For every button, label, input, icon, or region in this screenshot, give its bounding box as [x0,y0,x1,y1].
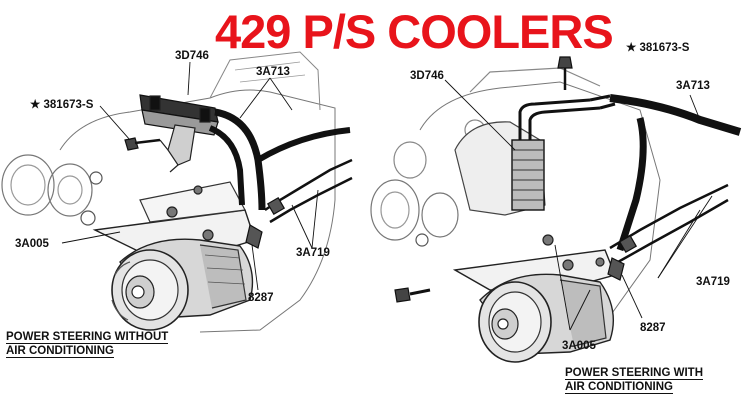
label-right-3a005: 3A005 [562,340,596,352]
left-caption-line1: POWER STEERING WITHOUT [6,331,169,344]
label-right-bolt-number: 381673-S [639,42,690,54]
diagram-title: 429 P/S COOLERS [215,5,614,58]
right-caption-line1: POWER STEERING WITH [565,367,703,380]
left-engine-drawing [1,51,353,333]
label-left-bolt-number: 381673-S [43,99,94,111]
star-icon: ★ [626,42,640,54]
label-right-3a719: 3A719 [696,276,730,288]
right-caption: POWER STEERING WITH AIR CONDITIONING [565,366,703,394]
left-caption: POWER STEERING WITHOUT AIR CONDITIONING [6,330,169,358]
label-left-3d746: 3D746 [175,50,209,62]
label-right-8287: 8287 [640,322,666,334]
label-left-8287: 8287 [248,292,274,304]
label-right-bolt: ★ 381673-S [626,42,689,55]
label-left-bolt: ★ 381673-S [30,99,93,112]
label-right-3a713: 3A713 [676,80,710,92]
label-left-3a719: 3A719 [296,247,330,259]
label-left-3a005: 3A005 [15,238,49,250]
star-icon: ★ [30,99,44,111]
label-left-3a713: 3A713 [256,66,290,78]
left-caption-line2: AIR CONDITIONING [6,345,114,358]
right-engine-drawing [370,56,742,363]
label-right-3d746: 3D746 [410,70,444,82]
right-caption-line2: AIR CONDITIONING [565,381,673,394]
